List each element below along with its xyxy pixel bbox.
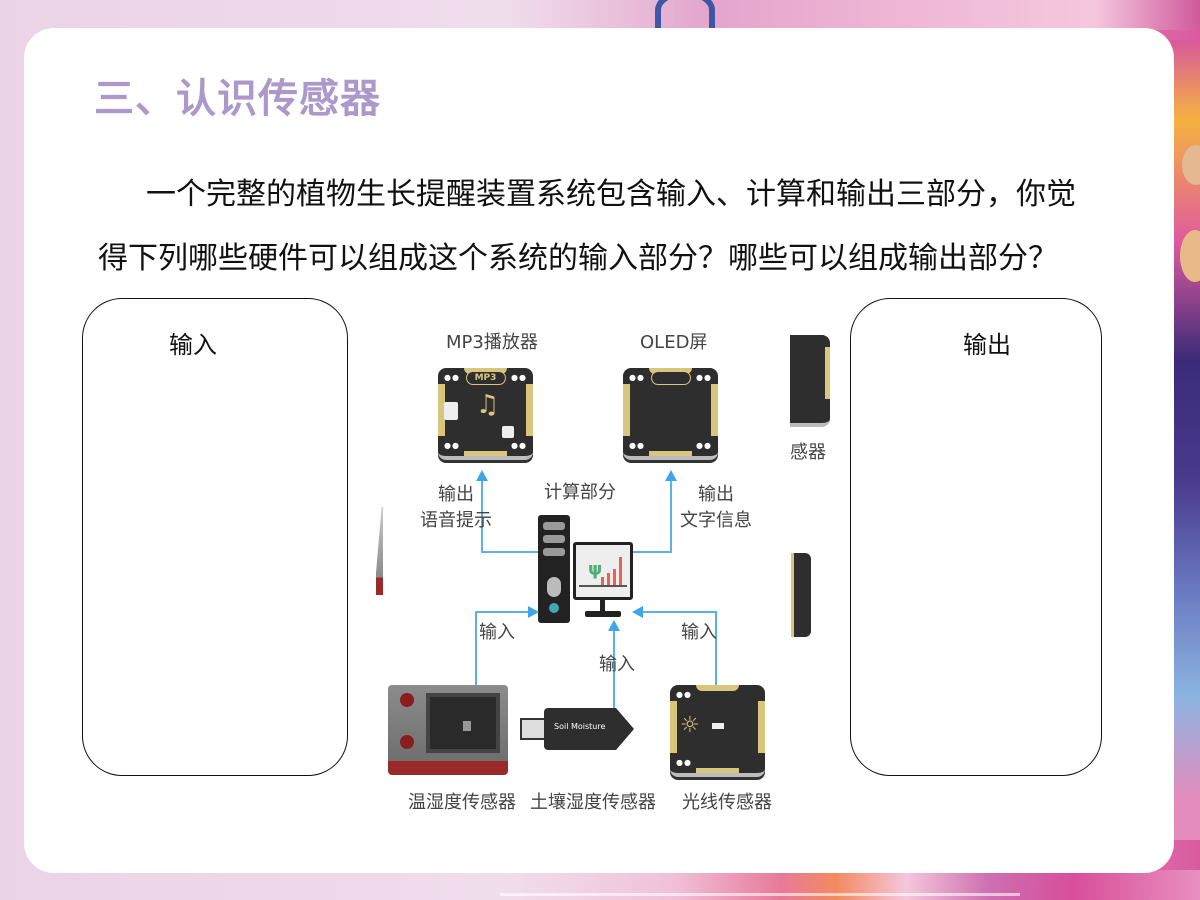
output-label-line: 输出 bbox=[438, 484, 474, 505]
paragraph-line-2: 得下列哪些硬件可以组成这个系统的输入部分？哪些可以组成输出部分？ bbox=[98, 241, 1058, 276]
system-diagram: MP3播放器 OLED屏 MP3 ●● ●● ●● ●● ♫ ●● ●● ●● … bbox=[350, 300, 790, 820]
output-voice-label: 输出 语音提示 bbox=[420, 482, 492, 534]
oled-screen-module: ●● ●● ●● ●● bbox=[623, 368, 718, 460]
soil-moisture-sensor-module: Soil Moisture bbox=[520, 708, 634, 750]
input-box-label: 输入 bbox=[169, 331, 217, 359]
background-artwork bbox=[500, 0, 1200, 900]
soil-moisture-print: Soil Moisture bbox=[554, 722, 606, 731]
slide-title: 三、认识传感器 bbox=[94, 76, 381, 122]
partial-module-image bbox=[791, 553, 811, 637]
oled-screen-label: OLED屏 bbox=[640, 332, 708, 353]
background-top-band bbox=[500, 0, 1200, 30]
output-box-label: 输出 bbox=[963, 331, 1011, 359]
paragraph-line-1: 一个完整的植物生长提醒装置系统包含输入、计算和输出三部分，你觉 bbox=[146, 177, 1076, 212]
background-swirl bbox=[655, 0, 715, 30]
arrow-up-icon bbox=[608, 620, 620, 631]
arrow-up-icon bbox=[665, 470, 677, 481]
mp3-player-module: MP3 ●● ●● ●● ●● ♫ bbox=[438, 368, 533, 460]
light-sensor-label: 光线传感器 bbox=[682, 792, 772, 813]
input-answer-box[interactable]: 输入 bbox=[82, 298, 348, 776]
arrow-up-icon bbox=[476, 470, 488, 481]
usb-port-icon bbox=[502, 426, 514, 438]
computer-tower-icon bbox=[538, 515, 570, 623]
mp3-tag: MP3 bbox=[465, 371, 506, 385]
computer-monitor-icon: ψ bbox=[573, 542, 633, 600]
slide-card: 三、认识传感器 一个完整的植物生长提醒装置系统包含输入、计算和输出三部分，你觉 … bbox=[24, 28, 1174, 873]
sun-icon: ☼ bbox=[680, 713, 700, 738]
music-note-icon: ♫ bbox=[476, 390, 500, 420]
light-sensor-chip bbox=[712, 723, 724, 729]
partial-module-label: 感器 bbox=[790, 442, 826, 463]
input-arrow-label: 输入 bbox=[599, 654, 635, 675]
question-paragraph: 一个完整的植物生长提醒装置系统包含输入、计算和输出三部分，你觉 得下列哪些硬件可… bbox=[98, 163, 1098, 291]
arrow-right-icon bbox=[528, 606, 539, 618]
temp-humidity-sensor-label: 温湿度传感器 bbox=[408, 792, 516, 813]
output-label-line: 语音提示 bbox=[420, 510, 492, 531]
plant-icon: ψ bbox=[588, 559, 603, 580]
background-stripe bbox=[500, 893, 1020, 896]
soil-moisture-sensor-label: 土壤湿度传感器 bbox=[530, 792, 656, 813]
output-answer-box[interactable]: 输出 bbox=[850, 298, 1102, 776]
background-planet bbox=[1180, 230, 1200, 282]
audio-jack-icon bbox=[444, 402, 458, 420]
light-sensor-module: ●● ●● ☼ bbox=[670, 685, 765, 777]
temp-humidity-sensor-module bbox=[388, 685, 508, 775]
arrow-left-icon bbox=[632, 606, 643, 618]
partial-module-image bbox=[790, 335, 830, 427]
background-planet bbox=[1182, 145, 1200, 185]
input-arrow-label: 输入 bbox=[681, 622, 717, 643]
partial-sensor-image bbox=[376, 507, 383, 595]
output-text-label: 输出 文字信息 bbox=[680, 482, 752, 534]
output-label-line: 文字信息 bbox=[680, 510, 752, 531]
mp3-player-label: MP3播放器 bbox=[446, 332, 538, 353]
output-label-line: 输出 bbox=[698, 484, 734, 505]
compute-part-label: 计算部分 bbox=[544, 482, 616, 503]
input-arrow-label: 输入 bbox=[479, 622, 515, 643]
